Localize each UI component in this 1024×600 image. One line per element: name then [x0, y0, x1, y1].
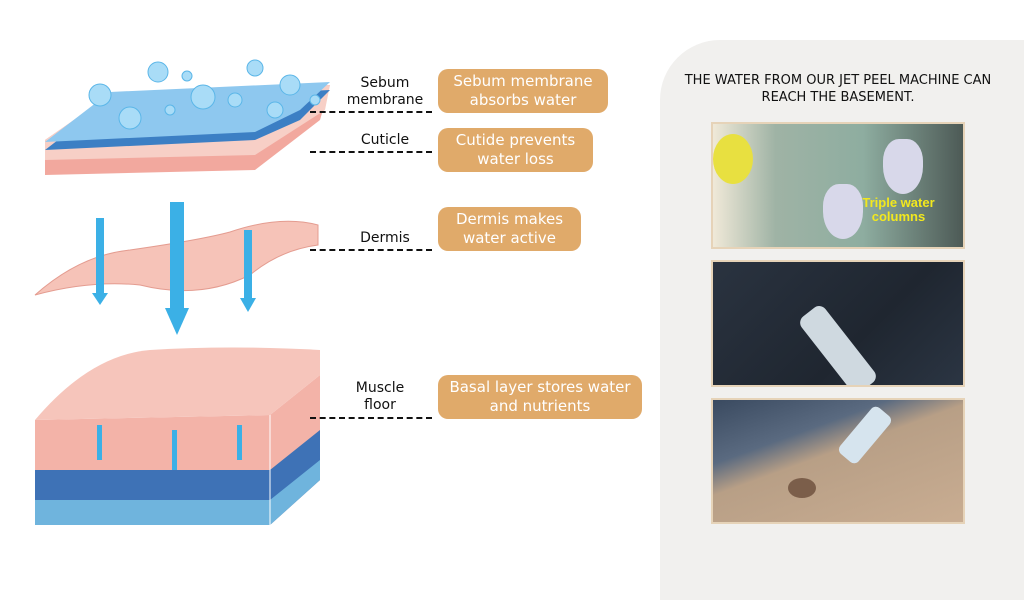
photo-jet-nozzle — [711, 260, 965, 387]
layer-label-dermis: Dermis — [360, 230, 410, 246]
leader-line — [310, 417, 432, 419]
panel-title: THE WATER FROM OUR JET PEEL MACHINE CAN … — [684, 73, 992, 105]
photo-caption: Triple water columns — [862, 195, 935, 224]
leader-line — [310, 151, 432, 153]
leader-line — [310, 249, 432, 251]
layer-desc-cuticle: Cutide prevents water loss — [438, 128, 593, 172]
layer-label-cuticle: Cuticle — [360, 132, 410, 148]
layer-label-muscle: Muscle floor — [355, 380, 405, 413]
dermis-layer — [34, 202, 319, 335]
sebum-cuticle-layer — [45, 82, 330, 175]
skin-layers-illustration — [34, 59, 330, 525]
leader-line — [310, 111, 432, 113]
photo-triple-water-columns: Triple water columns — [711, 122, 965, 249]
photo-skin-spray — [711, 398, 965, 524]
layer-desc-sebum: Sebum membrane absorbs water — [438, 69, 608, 113]
layer-desc-dermis: Dermis makes water active — [438, 207, 581, 251]
layer-desc-muscle: Basal layer stores water and nutrients — [438, 375, 642, 419]
layer-label-sebum: Sebum membrane — [346, 75, 424, 108]
muscle-floor-block — [35, 347, 320, 525]
bubbles — [88, 59, 321, 130]
